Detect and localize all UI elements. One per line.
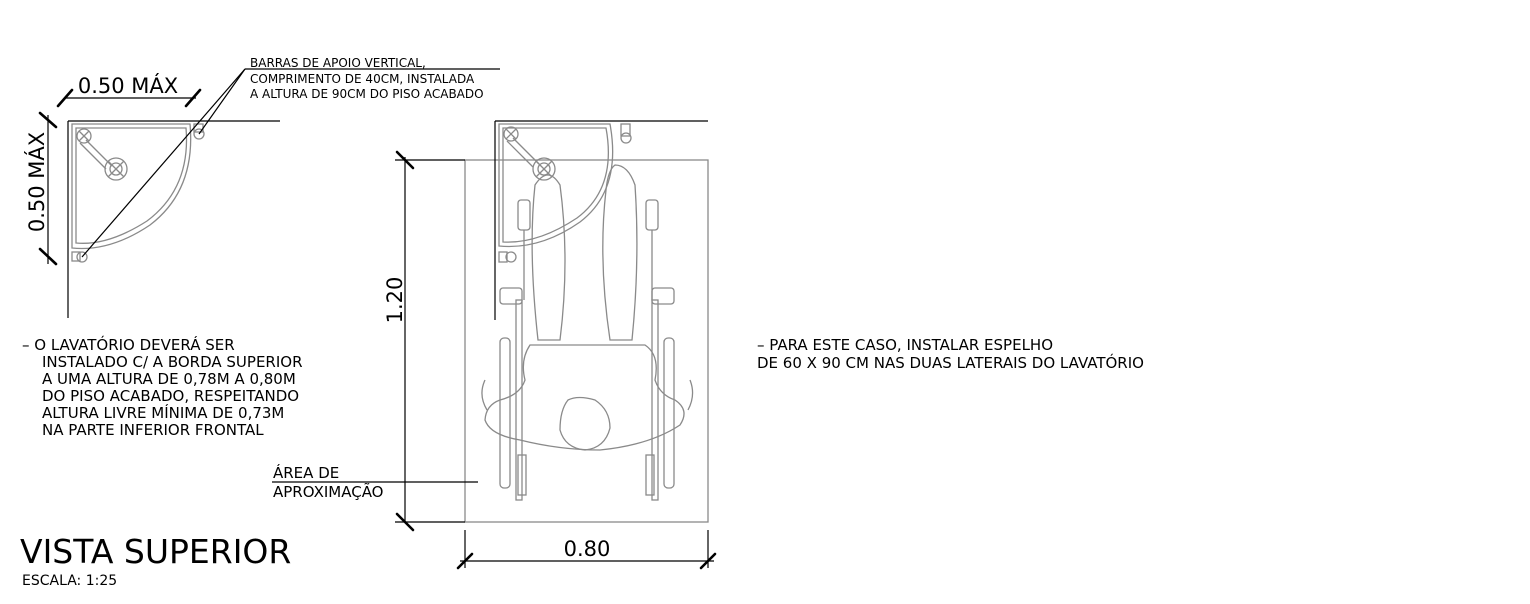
sink-basin-inner [75,127,188,244]
dim-tick [38,111,58,129]
dim-tick [395,512,415,532]
leader-line [81,68,246,258]
dim-tick [395,150,415,170]
sink-basin [71,123,192,250]
dim-tick [184,88,202,108]
grab-bar-note: BARRAS DE APOIO VERTICAL, COMPRIMENTO DE… [250,56,484,101]
sink-basin [498,123,614,248]
grab-bar-icon [498,251,517,263]
dim-tick [456,552,474,570]
grab-bar-icon [71,251,88,263]
dim-label-top: 0.50 MÁX [78,73,178,98]
corner-sink-detail: 0.50 MÁX 0.50 MÁX BARRAS DE APOIO VERTIC… [24,56,500,318]
approach-area-plan: 1.20 0.80 [272,120,717,570]
approach-area-label: ÁREA DE APROXIMAÇÃO [273,463,384,501]
dim-label-depth: 0.80 [564,537,611,561]
view-title: VISTA SUPERIOR [20,532,291,571]
wheelchair-icon [499,199,675,501]
dim-tick [38,247,58,266]
sink-basin-inner [502,127,609,243]
leader-line [198,68,246,135]
person-icon [481,164,694,451]
dim-tick [699,552,717,570]
grab-bar-icon [620,123,632,144]
dim-tick [56,88,74,108]
faucet-icon [503,126,556,181]
mirror-note: – PARA ESTE CASO, INSTALAR ESPELHO DE 60… [757,336,1144,372]
scale-label: ESCALA: 1:25 [22,573,117,589]
sink-note: – O LAVATÓRIO DEVERÁ SER INSTALADO C/ A … [22,335,307,439]
dim-label-side: 0.50 MÁX [24,132,49,232]
dim-label-height: 1.20 [383,277,407,324]
approach-area-rect [464,159,709,523]
faucet-icon [76,128,128,181]
